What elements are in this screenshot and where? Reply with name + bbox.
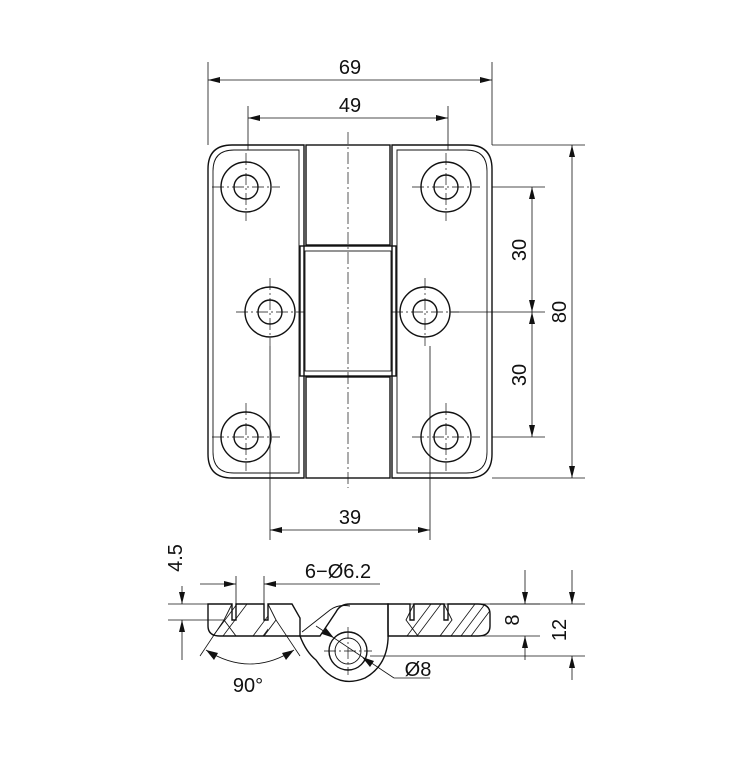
right-leaf-outline <box>391 144 493 479</box>
dimension-69: 69 <box>207 57 493 145</box>
dimension-label: 8 <box>502 614 524 625</box>
dimension-label: 69 <box>339 57 361 79</box>
side-section-view <box>207 603 491 683</box>
dimension-label: 12 <box>549 619 571 641</box>
left-leaf-outline <box>207 144 305 479</box>
dimension-8: 8 <box>400 570 540 660</box>
right-leaf-section <box>387 603 491 637</box>
knuckle-section <box>298 603 389 683</box>
dimension-label: 4.5 <box>165 544 187 572</box>
dimension-label: 30 <box>509 239 531 261</box>
front-view <box>207 132 493 488</box>
knuckle-top <box>305 144 391 246</box>
dimension-30-upper: 30 <box>450 186 545 313</box>
dimension-label: 80 <box>549 301 571 323</box>
dimension-90-deg: 90° <box>199 619 301 697</box>
dimension-30-lower: 30 <box>492 312 545 438</box>
dimension-label: 39 <box>339 507 361 529</box>
dimension-dia-8: Ø8 <box>315 625 432 681</box>
dimension-39: 39 <box>269 346 431 540</box>
hole-callout: 6−Ø6.2 <box>305 561 371 583</box>
dimension-12: 12 <box>370 570 585 680</box>
dimension-4-5: 4.5 <box>165 544 224 660</box>
dimension-80: 80 <box>492 144 585 479</box>
angle-label: 90° <box>233 675 263 697</box>
dimension-49: 49 <box>247 95 449 150</box>
dimension-label: 30 <box>509 364 531 386</box>
dimension-6x-dia-6-2: 6−Ø6.2 <box>200 561 380 620</box>
dimension-label: Ø8 <box>405 659 432 681</box>
dimension-label: 49 <box>339 95 361 117</box>
